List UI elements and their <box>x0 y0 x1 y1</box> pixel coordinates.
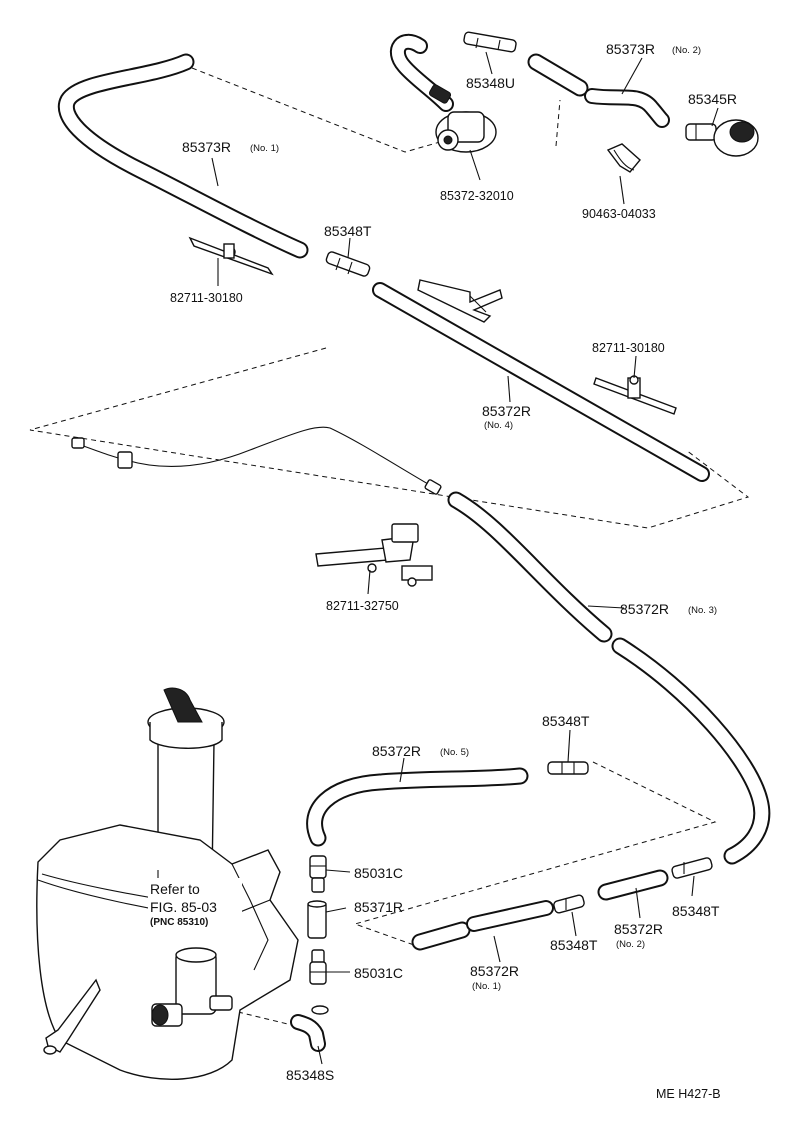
reference-line-2: FIG. 85-03 <box>150 899 217 915</box>
hose-85348S <box>290 1005 329 1052</box>
connector-85031C-bottom <box>309 949 327 985</box>
tube-85372R-no4 <box>372 282 710 482</box>
label-85031C-top: 85031C <box>354 865 403 881</box>
bracket-82711-30180-mid <box>593 375 677 415</box>
nozzle-85345R <box>685 119 759 157</box>
label-85372R-no2: 85372R <box>614 921 663 937</box>
bracket-82711-30180-top <box>188 236 274 276</box>
label-85348S: 85348S <box>286 1067 334 1083</box>
label-85345R: 85345R <box>688 91 737 107</box>
label-82711-32750: 82711-32750 <box>326 599 399 613</box>
tube-85372R-no3 <box>447 491 771 865</box>
leader-lines <box>157 51 719 1065</box>
nozzle-85372-32010 <box>390 33 497 153</box>
label-85348T-right: 85348T <box>672 903 720 919</box>
label-85372R-no3: 85372R <box>620 601 669 617</box>
bracket-center <box>417 279 503 323</box>
tube-85372R-no5 <box>306 767 529 847</box>
connector-85371R <box>307 900 327 939</box>
label-85372-32010: 85372-32010 <box>440 189 514 203</box>
label-85372R-no1: 85372R <box>470 963 519 979</box>
clip-90463-04033 <box>606 143 641 173</box>
connector-85031C-top <box>309 855 327 893</box>
joint-85348T-mid <box>547 761 589 775</box>
label-85372R-no2-qualifier: (No. 2) <box>616 939 645 950</box>
label-82711-30180-mid: 82711-30180 <box>592 341 665 355</box>
reference-note: Refer to FIG. 85-03 (PNC 85310) <box>148 878 242 930</box>
reference-line-1: Refer to <box>150 881 200 897</box>
joint-85348T-right <box>671 857 713 879</box>
joint-85348U <box>463 31 517 53</box>
label-85372R-no4: 85372R <box>482 403 531 419</box>
label-90463-04033: 90463-04033 <box>582 207 656 221</box>
joint-85348T-low <box>553 894 585 914</box>
feed-pipe-steel <box>71 426 442 495</box>
dashed-reference-lines <box>29 67 750 1027</box>
reference-line-3: (PNC 85310) <box>150 917 208 928</box>
label-85373R-no2-qualifier: (No. 2) <box>672 45 701 56</box>
label-85372R-no5: 85372R <box>372 743 421 759</box>
drawing-code: ME H427-B <box>656 1087 721 1101</box>
label-85372R-no1-qualifier: (No. 1) <box>472 981 501 992</box>
part-labels: 85373R (No. 1) 85372-32010 85348U 85373R… <box>170 41 737 1083</box>
label-85348U: 85348U <box>466 75 515 91</box>
label-85373R-no1: 85373R <box>182 139 231 155</box>
label-85372R-no3-qualifier: (No. 3) <box>688 605 717 616</box>
label-82711-30180-top: 82711-30180 <box>170 291 243 305</box>
label-85371R: 85371R <box>354 899 403 915</box>
label-85372R-no4-qualifier: (No. 4) <box>484 420 513 431</box>
label-85348T-top: 85348T <box>324 223 372 239</box>
label-85373R-no2: 85373R <box>606 41 655 57</box>
tube-85372R-no2 <box>597 869 669 901</box>
joint-85348T-top <box>325 251 371 277</box>
tube-85372R-no1 <box>411 900 554 951</box>
label-85372R-no5-qualifier: (No. 5) <box>440 747 469 758</box>
label-85031C-bottom: 85031C <box>354 965 403 981</box>
tube-85373R-no2 <box>527 53 670 128</box>
tube-85373R-no1 <box>57 53 309 259</box>
label-85348T-low: 85348T <box>550 937 598 953</box>
label-85373R-no1-qualifier: (No. 1) <box>250 143 279 154</box>
bracket-82711-32750 <box>315 523 433 587</box>
label-85348T-mid: 85348T <box>542 713 590 729</box>
